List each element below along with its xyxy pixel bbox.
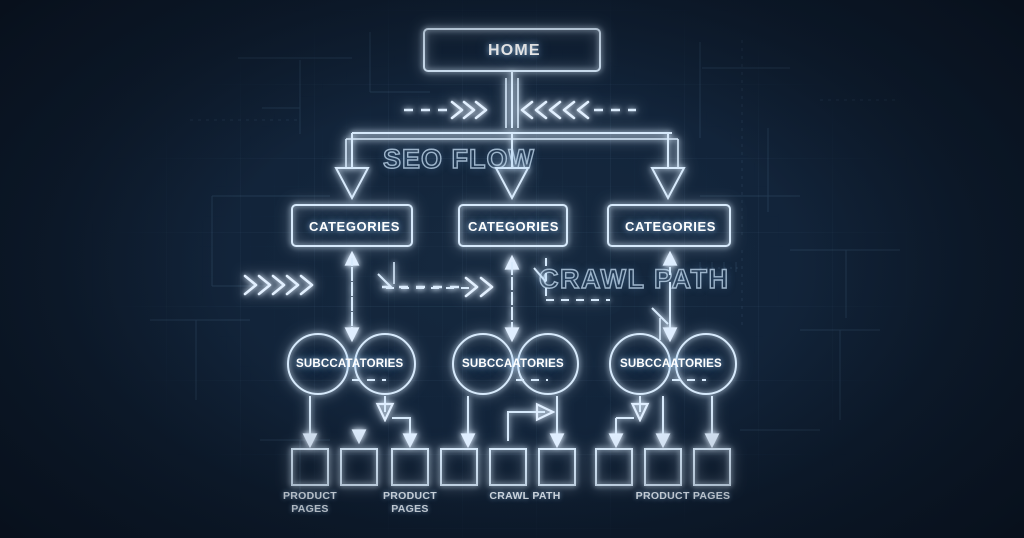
chevrons-mid-cluster bbox=[464, 276, 494, 298]
product-box-6 bbox=[538, 448, 576, 486]
product-box-1 bbox=[291, 448, 329, 486]
footer-label-4: PRODUCT PAGES bbox=[608, 490, 758, 503]
footer-label-2-line2: PAGES bbox=[391, 503, 429, 515]
product-box-7 bbox=[595, 448, 633, 486]
footer-label-3-line1: CRAWL PATH bbox=[489, 490, 561, 502]
product-box-8 bbox=[644, 448, 682, 486]
chevrons-left-cluster bbox=[243, 274, 314, 296]
drop-4-elbow bbox=[507, 412, 545, 441]
footer-label-3: CRAWL PATH bbox=[470, 490, 580, 503]
sub-circle-1a bbox=[287, 333, 349, 395]
sub-circle-3a bbox=[609, 333, 671, 395]
footer-label-4-line1: PRODUCT PAGES bbox=[635, 490, 731, 502]
footer-label-1-line1: PRODUCT bbox=[282, 490, 337, 502]
product-box-9 bbox=[693, 448, 731, 486]
drop-6-elbow-b bbox=[616, 417, 634, 441]
product-box-2 bbox=[340, 448, 378, 486]
footer-label-1-line2: PAGES bbox=[291, 503, 329, 515]
product-box-5 bbox=[489, 448, 527, 486]
category-box-3 bbox=[607, 204, 731, 247]
chevrons-right-top bbox=[450, 100, 488, 120]
category-box-1 bbox=[291, 204, 413, 247]
home-box bbox=[423, 28, 601, 72]
chevrons-left-top bbox=[520, 100, 590, 120]
footer-label-2-line1: PRODUCT bbox=[382, 490, 437, 502]
footer-label-2: PRODUCT PAGES bbox=[370, 490, 450, 516]
sub-circle-2b bbox=[517, 333, 579, 395]
category-box-2 bbox=[458, 204, 568, 247]
product-box-3 bbox=[391, 448, 429, 486]
sub-circle-2a bbox=[452, 333, 514, 395]
drop-2-elbow-b bbox=[392, 417, 418, 449]
sub-circle-1b bbox=[354, 333, 416, 395]
footer-label-1: PRODUCT PAGES bbox=[270, 490, 350, 516]
product-box-4 bbox=[440, 448, 478, 486]
sub-circle-3b bbox=[675, 333, 737, 395]
